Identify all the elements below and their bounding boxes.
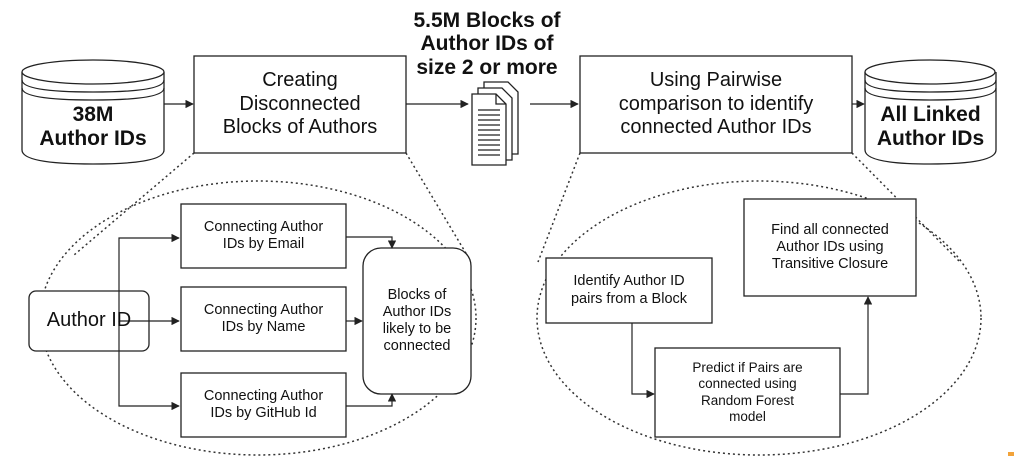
- zoom-line-left-b: [405, 152, 471, 261]
- identify-pairs-label: Identify Author ID pairs from a Block: [570, 273, 688, 307]
- by-github-label: Connecting Author IDs by GitHub Id: [203, 387, 324, 421]
- zoom-line-right-a: [537, 152, 581, 263]
- zoom-line-left-a: [73, 152, 195, 256]
- predict-box: [654, 347, 841, 438]
- find-connected-label: Find all connected Author IDs using Tran…: [771, 221, 889, 273]
- find-connected-box: [743, 198, 917, 297]
- predict-label: Predict if Pairs are connected using Ran…: [692, 360, 803, 424]
- left-detail-ellipse: [39, 180, 477, 456]
- right-detail-ellipse: [536, 180, 982, 456]
- accent-mark: [1008, 452, 1014, 456]
- pairwise-label: Using Pairwise comparison to identify co…: [618, 69, 814, 139]
- pairwise-box: [579, 55, 853, 154]
- documents-icon: [471, 81, 519, 166]
- by-email-box: [180, 203, 347, 269]
- arrow-email-to-blocks: [346, 236, 397, 249]
- arrow-author-to-github: [118, 321, 180, 411]
- input-db-label: 38M Author IDs: [39, 103, 147, 150]
- by-email-label: Connecting Author IDs by Email: [203, 218, 324, 252]
- author-id-label: Author ID: [46, 309, 132, 332]
- by-github-box: [180, 372, 347, 438]
- identify-pairs-box: [545, 257, 713, 324]
- arrow-github-to-blocks: [346, 393, 397, 407]
- blocks-result-box: [362, 247, 472, 395]
- by-name-box: [180, 286, 347, 352]
- arrow-identify-to-predict: [631, 323, 655, 399]
- output-database-icon: [864, 59, 997, 165]
- creating-blocks-label: Creating Disconnected Blocks of Authors: [222, 69, 378, 139]
- output-db-label: All Linked Author IDs: [876, 103, 985, 150]
- blocks-result-label: Blocks of Author IDs likely to be connec…: [382, 286, 452, 355]
- creating-blocks-box: [193, 55, 407, 154]
- input-database-icon: [21, 59, 165, 165]
- by-name-label: Connecting Author IDs by Name: [203, 301, 324, 335]
- blocks-caption: 5.5M Blocks of Author IDs of size 2 or m…: [413, 8, 561, 79]
- arrow-author-to-email: [118, 233, 180, 322]
- arrow-predict-to-find: [840, 296, 873, 395]
